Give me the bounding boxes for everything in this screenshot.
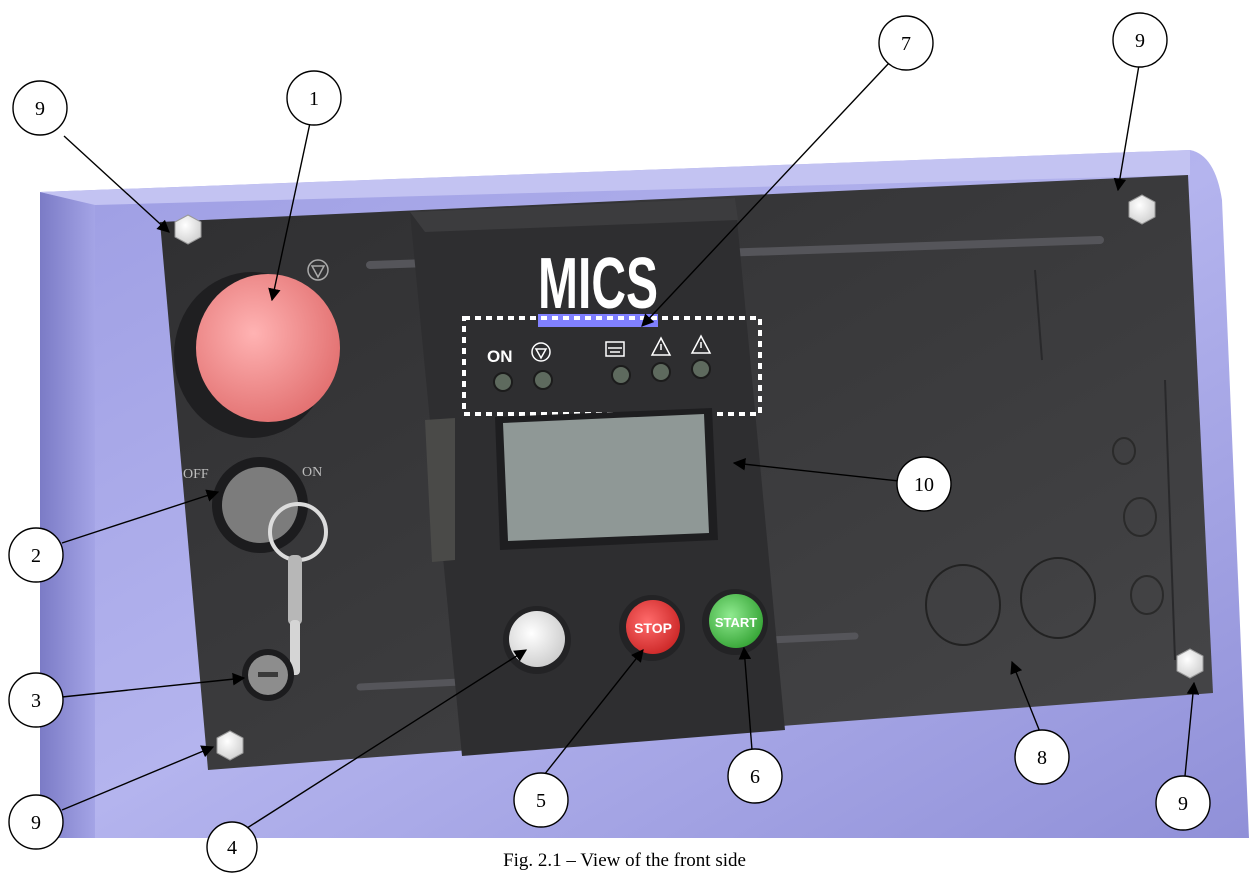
callout-label-9b: 9 — [1135, 30, 1145, 52]
alarm-led — [691, 359, 711, 379]
mics-brand-underline-highlight — [538, 314, 658, 327]
callout-label-10: 10 — [914, 474, 934, 496]
plate-groove — [1164, 379, 1176, 661]
mics-module-top — [410, 198, 738, 232]
stop-button-label: STOP — [634, 620, 672, 636]
warning-indicator-icon — [650, 336, 672, 356]
leader-line-9c — [61, 745, 215, 811]
hex-nut-bottom-right — [1176, 648, 1204, 679]
plate-groove — [1034, 269, 1043, 361]
callout-circle-6 — [727, 748, 783, 804]
callout-label-9c: 9 — [31, 812, 41, 834]
callout-circle-2 — [8, 527, 64, 583]
engine-led — [611, 365, 631, 385]
mics-module-side — [425, 418, 455, 562]
knockout-hole-right — [1020, 557, 1096, 639]
start-button-label: START — [715, 615, 757, 630]
emergency-stop-symbol-icon — [307, 259, 329, 281]
callout-label-9d: 9 — [1178, 793, 1188, 815]
callout-circle-9d — [1155, 775, 1211, 831]
leader-line-9d — [1184, 681, 1200, 777]
on-led — [493, 372, 513, 392]
callout-label-9a: 9 — [35, 98, 45, 120]
key — [288, 555, 302, 625]
start-button[interactable] — [709, 594, 763, 648]
leader-line-8 — [1010, 660, 1041, 733]
leader-line-4 — [243, 649, 528, 831]
housing-top-bevel — [40, 150, 1190, 205]
callout-circle-3 — [8, 672, 64, 728]
callout-circle-10 — [896, 456, 952, 512]
hex-nut-top-left — [174, 214, 202, 245]
lcd-display — [503, 414, 709, 541]
figure-caption: Fig. 2.1 – View of the front side — [503, 850, 746, 871]
key-switch-off-label: OFF — [183, 467, 209, 482]
callout-label-7: 7 — [901, 33, 911, 55]
mode-button[interactable] — [509, 611, 565, 667]
engine-indicator-icon — [605, 341, 625, 357]
warning-led — [651, 362, 671, 382]
callout-label-2: 2 — [31, 545, 41, 567]
knockout-small-1 — [1112, 437, 1136, 465]
callout-circle-4 — [206, 821, 258, 873]
leader-line-5 — [543, 649, 644, 776]
hex-nut-top-right — [1128, 194, 1156, 225]
leader-line-6 — [738, 646, 753, 751]
plate-groove — [766, 632, 859, 644]
indicator-on-label: ON — [487, 347, 513, 366]
callout-circle-8 — [1014, 729, 1070, 785]
callout-circle-9a — [12, 80, 68, 136]
mics-brand-logo: MICS — [538, 244, 658, 324]
callout-label-8: 8 — [1037, 747, 1047, 769]
callout-circle-9b — [1112, 12, 1168, 68]
key-switch[interactable] — [222, 467, 298, 543]
leader-line-7 — [641, 62, 890, 327]
alarm-indicator-icon — [690, 334, 712, 354]
leader-line-9b — [1113, 64, 1140, 192]
key-switch-on-label: ON — [302, 465, 322, 480]
leader-line-9a — [63, 135, 170, 233]
emergency-stop-button[interactable] — [196, 274, 340, 422]
leader-line-3 — [61, 672, 246, 698]
callout-circle-7 — [878, 15, 934, 71]
plate-groove — [356, 678, 464, 691]
housing-left-bevel — [40, 192, 95, 838]
knockout-small-2 — [1123, 497, 1157, 537]
knockout-small-3 — [1130, 575, 1164, 615]
callout-label-6: 6 — [750, 766, 760, 788]
emergency-led — [533, 370, 553, 390]
callout-label-4: 4 — [227, 837, 237, 859]
callout-label-3: 3 — [31, 690, 41, 712]
hex-nut-bottom-left — [216, 730, 244, 761]
leader-line-10 — [732, 457, 900, 482]
stop-button[interactable] — [626, 600, 680, 654]
key-tag — [290, 620, 300, 675]
callout-circle-5 — [513, 772, 569, 828]
leader-line-2 — [61, 489, 220, 544]
panel-lock-slot — [258, 672, 278, 677]
leader-line-1 — [268, 122, 311, 302]
callout-label-5: 5 — [536, 790, 546, 812]
knockout-hole-left — [925, 564, 1001, 646]
callout-label-1: 1 — [309, 88, 319, 110]
emergency-indicator-icon — [531, 342, 551, 362]
callout-circle-9c — [8, 794, 64, 850]
callout-circle-1 — [286, 70, 342, 126]
